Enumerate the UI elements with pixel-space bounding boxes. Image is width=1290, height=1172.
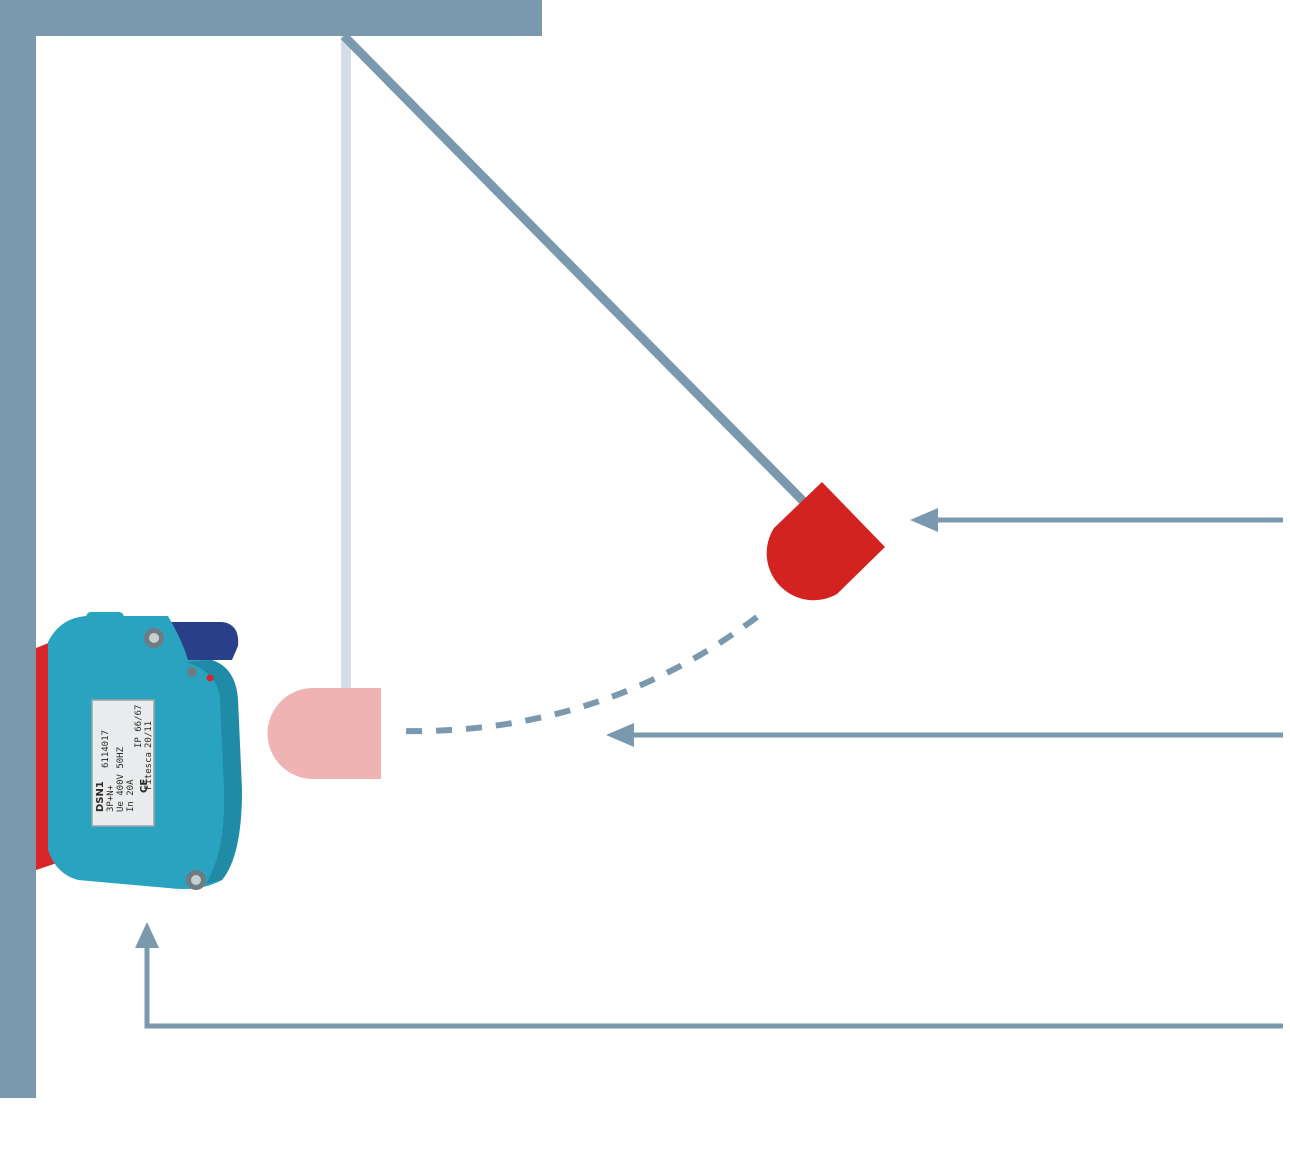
pendulum-raised-position [340, 32, 885, 601]
socket-lid-lever [168, 622, 239, 660]
swing-trajectory-dashed [399, 614, 759, 735]
pendulum-rest-arm [341, 36, 351, 690]
frame-vertical-post [0, 0, 36, 1098]
pendulum-raised-bob [766, 482, 885, 601]
label-serial: 20/11 [144, 721, 154, 748]
support-frame [0, 0, 542, 1098]
socket-top-cap [86, 612, 124, 624]
label-line-2: 3P+N+ [106, 784, 116, 812]
socket-rating-plate: DSN1 3P+N+ Ue 400V 50HZ In 20A 6114017 C… [91, 699, 155, 827]
arrow-to-socket [135, 922, 1283, 1029]
pendulum-rest-bob [267, 688, 381, 779]
label-line-1: DSN1 [95, 781, 106, 812]
socket-front-shade [186, 660, 242, 884]
label-line-3: Ue 400V 50HZ [116, 746, 126, 812]
label-brand: Fitesca [144, 752, 154, 790]
label-line-4: In 20A [126, 779, 136, 812]
callout-arrows [135, 508, 1283, 1029]
industrial-socket: DSN1 3P+N+ Ue 400V 50HZ In 20A 6114017 C… [36, 612, 242, 890]
label-rating: IP 66/67 [134, 705, 144, 748]
frame-top-beam [0, 0, 542, 36]
label-ce-mark: CE [139, 779, 150, 793]
indicator-dot [206, 674, 214, 682]
pendulum-raised-arm [340, 32, 812, 510]
pendulum-rest-position [267, 36, 381, 779]
screw-side-icon [187, 667, 197, 677]
label-code: 6114017 [101, 730, 111, 768]
arrow-to-swing-path [606, 723, 1283, 747]
arrow-to-raised-bob [910, 508, 1283, 532]
